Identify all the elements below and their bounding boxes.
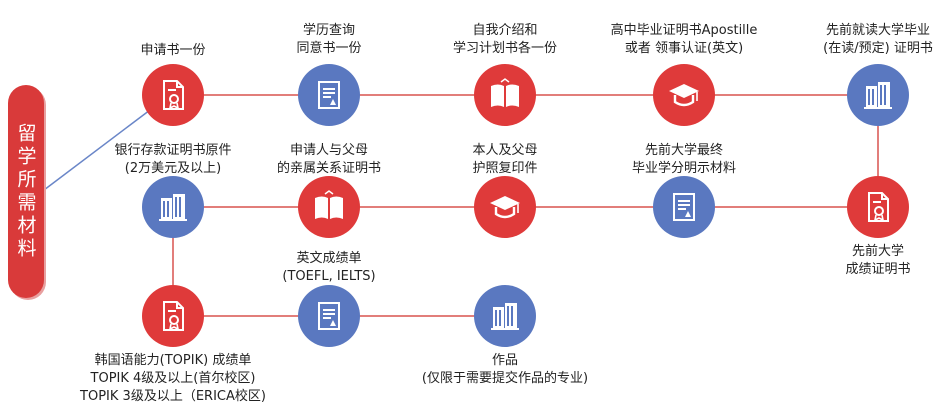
node-university-graduation: [847, 64, 909, 126]
pointer-line: [43, 109, 151, 191]
label-university-graduation: 先前就读大学毕业 (在读/预定) 证明书: [823, 23, 933, 56]
label-topik-score: 韩国语能力(TOPIK) 成绩单 TOPIK 4级及以上(首尔校区) TOPIK…: [80, 353, 266, 404]
certificate-icon: [163, 301, 184, 331]
graduation-cap-icon: [669, 84, 699, 107]
node-topik-score: [142, 285, 204, 347]
graduation-cap-icon: [490, 196, 520, 219]
open-book-icon: [315, 190, 343, 219]
node-family-relation: [298, 176, 360, 238]
label-english-score: 英文成绩单 (TOEFL, IELTS): [282, 251, 376, 284]
node-education-query: [298, 64, 360, 126]
open-book-icon: [491, 78, 519, 107]
label-family-relation: 申请人与父母 的亲属关系证明书: [276, 143, 382, 176]
document-icon: [318, 81, 340, 109]
node-english-score: [298, 285, 360, 347]
document-icon: [673, 193, 695, 221]
label-final-credits: 先前大学最终 毕业学分明示材料: [631, 143, 737, 176]
label-study-plan: 自我介绍和 学习计划书各一份: [452, 23, 558, 56]
document-icon: [318, 302, 340, 330]
building-icon: [159, 194, 187, 221]
node-university-transcript: [847, 176, 909, 238]
node-passport-copy: [474, 176, 536, 238]
certificate-icon: [163, 80, 184, 110]
node-final-credits: [653, 176, 715, 238]
label-portfolio: 作品 (仅限于需要提交作品的专业): [421, 353, 589, 386]
label-university-transcript: 先前大学 成绩证明书: [845, 244, 911, 277]
node-highschool-diploma: [653, 64, 715, 126]
side-tab-text: 留学所需材料: [14, 122, 37, 261]
node-portfolio: [474, 285, 536, 347]
node-bank-deposit: [142, 176, 204, 238]
materials-side-tab: 留学所需材料: [8, 85, 44, 298]
label-highschool-diploma: 高中毕业证明书Apostille 或者 领事认证(英文): [610, 23, 758, 56]
node-application-form: [142, 64, 204, 126]
label-education-query: 学历查询 同意书一份: [296, 23, 362, 56]
label-bank-deposit: 银行存款证明书原件 (2万美元及以上): [114, 143, 232, 176]
label-application-form: 申请书一份: [140, 43, 206, 58]
label-passport-copy: 本人及父母 护照复印件: [472, 143, 538, 176]
building-icon: [864, 82, 892, 109]
certificate-icon: [868, 192, 889, 222]
building-icon: [491, 303, 519, 330]
node-study-plan: [474, 64, 536, 126]
